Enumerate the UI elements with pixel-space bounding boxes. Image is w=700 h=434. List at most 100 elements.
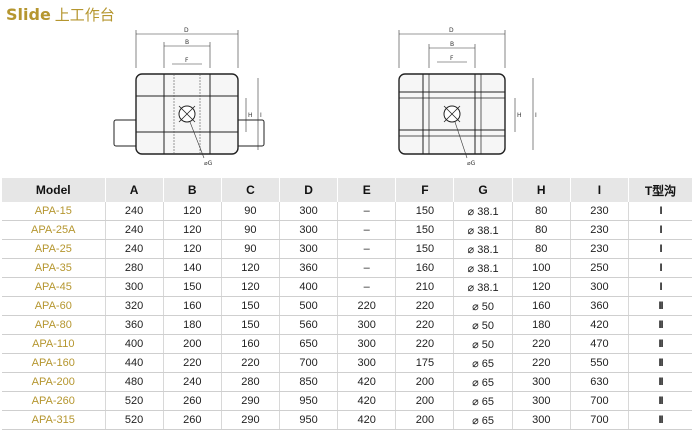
- cell-t-slot: II: [628, 410, 692, 430]
- cell-b: 120: [162, 202, 222, 221]
- cell-c: 120: [220, 258, 280, 278]
- cell-d: 300: [278, 239, 338, 259]
- dim-label-i: I: [260, 112, 262, 119]
- col-header-e: E: [337, 178, 396, 202]
- cell-d: 700: [278, 353, 338, 373]
- cell-f: 150: [395, 239, 454, 259]
- cell-t-slot: II: [628, 391, 692, 411]
- cell-e: 420: [337, 391, 396, 411]
- cell-e: 300: [337, 334, 396, 354]
- dim-label-d: D: [184, 27, 189, 34]
- col-header-a: A: [104, 178, 164, 202]
- cell-t-slot: I: [628, 277, 692, 297]
- cell-c: 280: [220, 372, 280, 392]
- cell-i: 360: [569, 296, 629, 316]
- cell-c: 150: [220, 296, 280, 316]
- cell-e: –: [337, 202, 396, 221]
- cell-t-slot: I: [628, 220, 692, 240]
- cell-h: 300: [511, 391, 571, 411]
- cell-c: 290: [220, 391, 280, 411]
- cell-f: 200: [395, 391, 454, 411]
- cell-b: 220: [162, 353, 222, 373]
- cell-i: 700: [569, 391, 629, 411]
- cell-e: –: [337, 277, 396, 297]
- cell-b: 240: [162, 372, 222, 392]
- cell-d: 950: [278, 410, 338, 430]
- cell-a: 280: [104, 258, 164, 278]
- cell-model: APA-15: [2, 202, 106, 221]
- cell-b: 260: [162, 391, 222, 411]
- cell-t-slot: II: [628, 353, 692, 373]
- cell-i: 550: [569, 353, 629, 373]
- cell-f: 200: [395, 372, 454, 392]
- cell-i: 230: [569, 220, 629, 240]
- cell-h: 300: [511, 410, 571, 430]
- cell-g: ⌀ 65: [453, 410, 513, 430]
- cell-a: 520: [104, 391, 164, 411]
- cell-d: 850: [278, 372, 338, 392]
- slide-diagram-single-slot: D B F H I ⌀G: [112, 22, 270, 172]
- cell-c: 120: [220, 277, 280, 297]
- cell-t-slot: I: [628, 258, 692, 278]
- cell-b: 120: [162, 220, 222, 240]
- cell-t-slot: I: [628, 202, 692, 221]
- cell-g: ⌀ 38.1: [453, 239, 513, 259]
- cell-e: 300: [337, 315, 396, 335]
- cell-b: 140: [162, 258, 222, 278]
- cell-c: 290: [220, 410, 280, 430]
- cell-e: –: [337, 220, 396, 240]
- cell-model: APA-25A: [2, 220, 106, 240]
- col-header-f: F: [395, 178, 454, 202]
- dim-label-f: F: [185, 57, 189, 64]
- cell-g: ⌀ 38.1: [453, 202, 513, 221]
- cell-g: ⌀ 50: [453, 296, 513, 316]
- cell-b: 200: [162, 334, 222, 354]
- cell-t-slot: I: [628, 239, 692, 259]
- cell-model: APA-315: [2, 410, 106, 430]
- cell-model: APA-60: [2, 296, 106, 316]
- cell-model: APA-160: [2, 353, 106, 373]
- cell-g: ⌀ 65: [453, 391, 513, 411]
- cell-i: 630: [569, 372, 629, 392]
- cell-f: 175: [395, 353, 454, 373]
- cell-f: 150: [395, 220, 454, 240]
- cell-t-slot: II: [628, 315, 692, 335]
- cell-model: APA-45: [2, 277, 106, 297]
- cell-g: ⌀ 38.1: [453, 220, 513, 240]
- cell-d: 400: [278, 277, 338, 297]
- cell-d: 650: [278, 334, 338, 354]
- cell-i: 230: [569, 239, 629, 259]
- cell-c: 90: [220, 239, 280, 259]
- dim-label-h: H: [517, 112, 522, 119]
- cell-b: 150: [162, 277, 222, 297]
- cell-d: 300: [278, 202, 338, 221]
- cell-c: 150: [220, 315, 280, 335]
- cell-i: 300: [569, 277, 629, 297]
- cell-i: 470: [569, 334, 629, 354]
- dim-label-b: B: [185, 39, 189, 46]
- title-chinese: 上工作台: [54, 6, 115, 24]
- cell-a: 300: [104, 277, 164, 297]
- col-header-t-slot: T型沟: [628, 178, 692, 202]
- dim-label-d: D: [449, 27, 454, 34]
- header-row: Model A B C D E F G H I T型沟: [2, 178, 692, 202]
- cell-model: APA-110: [2, 334, 106, 354]
- cell-h: 220: [511, 353, 571, 373]
- col-header-g: G: [453, 178, 513, 202]
- cell-t-slot: II: [628, 296, 692, 316]
- cell-h: 80: [511, 239, 571, 259]
- cell-d: 500: [278, 296, 338, 316]
- cell-i: 700: [569, 410, 629, 430]
- cell-a: 440: [104, 353, 164, 373]
- cell-d: 300: [278, 220, 338, 240]
- cell-h: 120: [511, 277, 571, 297]
- cell-b: 120: [162, 239, 222, 259]
